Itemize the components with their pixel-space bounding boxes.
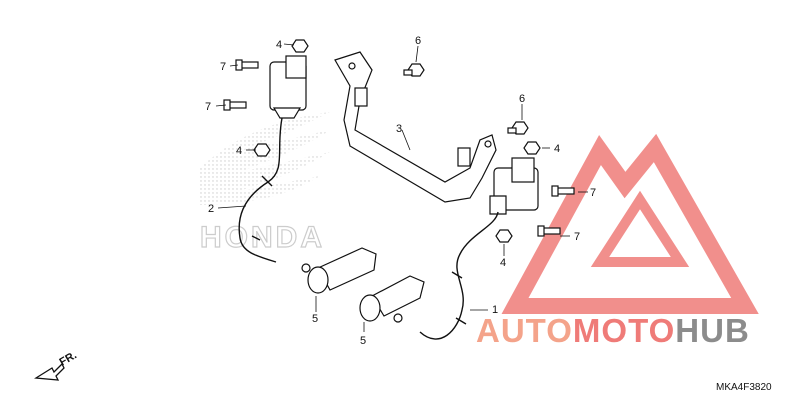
wire-harness-left bbox=[238, 117, 283, 263]
watermark-part-auto: AUTO bbox=[476, 312, 573, 349]
nut-4c-icon bbox=[523, 141, 541, 155]
bolt-7c-icon bbox=[551, 185, 575, 197]
front-marker-label: FR. bbox=[58, 349, 79, 368]
callout-7c: 7 bbox=[590, 187, 596, 199]
ignition-coil-right bbox=[489, 157, 539, 215]
wire-harness-right bbox=[419, 211, 499, 340]
bolt-7a-icon bbox=[235, 59, 259, 71]
spark-plug-cap-left bbox=[301, 247, 377, 294]
callout-4a: 4 bbox=[276, 39, 282, 51]
leader-lines bbox=[215, 43, 588, 332]
bolt-7b-icon bbox=[223, 99, 247, 111]
honda-wing-logo: HONDA bbox=[199, 112, 330, 255]
watermark-part-moto: MOTO bbox=[572, 312, 676, 349]
bolt-6a-icon bbox=[403, 63, 425, 77]
callout-7d: 7 bbox=[574, 231, 580, 243]
diagram-code: MKA4F3820 bbox=[716, 382, 772, 393]
watermark-part-hub: HUB bbox=[675, 312, 750, 349]
callout-5a: 5 bbox=[312, 313, 318, 325]
watermark-text: AUTOMOTOHUB bbox=[476, 312, 796, 352]
nut-4b-icon bbox=[253, 143, 271, 157]
callout-2: 2 bbox=[208, 203, 214, 215]
honda-logo-text: HONDA bbox=[200, 221, 325, 254]
bracket-bar-part bbox=[334, 51, 497, 203]
callout-3: 3 bbox=[396, 123, 402, 135]
callout-6a: 6 bbox=[415, 35, 421, 47]
spark-plug-cap-right bbox=[359, 275, 425, 323]
callout-1: 1 bbox=[492, 304, 498, 316]
callout-5b: 5 bbox=[360, 335, 366, 347]
callout-4b: 4 bbox=[236, 145, 242, 157]
nut-4a-icon bbox=[291, 39, 309, 53]
callout-7b: 7 bbox=[205, 101, 211, 113]
callout-7a: 7 bbox=[220, 61, 226, 73]
callout-6b: 6 bbox=[519, 93, 525, 105]
bolt-6b-icon bbox=[507, 121, 529, 135]
callout-4d: 4 bbox=[500, 257, 506, 269]
nut-4d-icon bbox=[495, 229, 513, 243]
front-direction-arrow-icon bbox=[34, 362, 65, 381]
callout-4c: 4 bbox=[554, 143, 560, 155]
bolt-7d-icon bbox=[537, 225, 561, 237]
watermark-logo-icon bbox=[501, 133, 759, 314]
ignition-coil-left bbox=[269, 55, 307, 119]
